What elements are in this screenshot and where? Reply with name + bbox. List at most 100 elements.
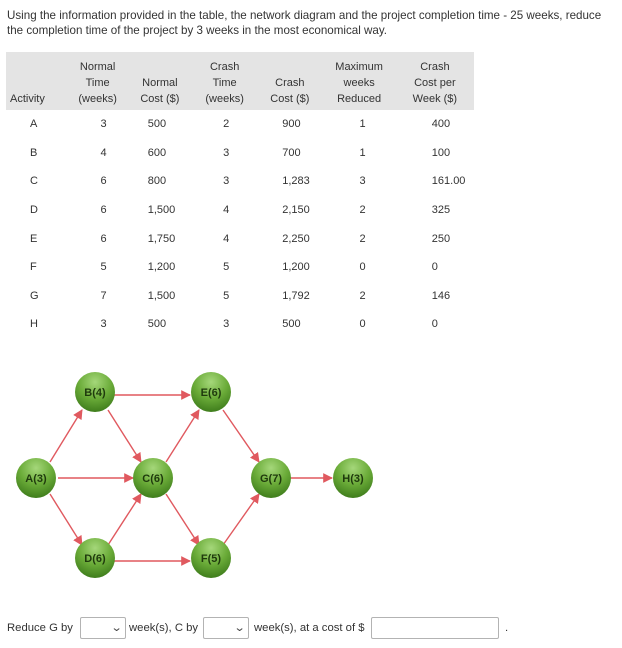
node-h: H(3) — [333, 458, 373, 498]
table-cell: 4 — [223, 232, 230, 245]
svg-text:B(4): B(4) — [84, 387, 106, 399]
table-cell: 2 — [359, 204, 366, 217]
svg-text:F(5): F(5) — [201, 553, 222, 565]
table-cell: 1,500 — [147, 204, 176, 217]
table-cell: 0 — [431, 318, 438, 331]
table-cell: 0 — [359, 261, 366, 274]
table-cell: 250 — [431, 232, 451, 245]
col-header: Activity — [6, 52, 68, 110]
table-cell: 6 — [100, 175, 107, 188]
network-arrows — [49, 390, 333, 566]
arrow-a-b — [49, 409, 83, 463]
table-cell: 4 — [100, 146, 107, 159]
table-cell: D — [30, 204, 38, 217]
svg-text:G(7): G(7) — [260, 473, 282, 485]
node-f: F(5) — [191, 538, 231, 578]
table-cell: 800 — [147, 175, 167, 188]
table-cell: 900 — [282, 118, 301, 131]
table-cell: 2 — [359, 232, 366, 245]
table-cell: 500 — [282, 318, 301, 331]
node-b: B(4) — [75, 372, 115, 412]
table-cell: 100 — [431, 146, 451, 159]
node-c: C(6) — [133, 458, 173, 498]
arrow-d-c — [107, 493, 142, 546]
svg-text:E(6): E(6) — [201, 387, 222, 399]
table-cell: H — [30, 318, 38, 331]
table-cell: E — [30, 232, 38, 245]
table-cell: 500 — [147, 318, 167, 331]
table-cell: 3 — [359, 175, 366, 188]
table-cell: 4 — [223, 204, 230, 217]
table-cell: 1,200 — [147, 261, 176, 274]
node-e: E(6) — [191, 372, 231, 412]
arrow-e-g — [222, 409, 260, 463]
arrow-b-c — [107, 409, 142, 463]
table-cell: 700 — [282, 146, 301, 159]
table-cell: 6 — [100, 204, 107, 217]
table-cell: 2 — [359, 289, 366, 302]
table-cell: 1,283 — [282, 175, 310, 188]
table-cell: 400 — [431, 118, 451, 131]
chevron-down-icon: ⌄ — [110, 622, 123, 634]
table-cell: 146 — [431, 289, 451, 302]
table-cell: 3 — [223, 146, 230, 159]
weeks-c-label: week(s), C by — [129, 622, 199, 634]
table-cell: 5 — [100, 261, 107, 274]
table-cell: 1,500 — [147, 289, 176, 302]
weeks-cost-label: week(s), at a cost of $ — [254, 622, 365, 634]
table-cell: 3 — [100, 318, 107, 331]
table-cell: 1,792 — [282, 289, 310, 302]
trailing-period: . — [505, 622, 509, 634]
table-cell: 161.00 — [431, 175, 466, 188]
table-row: C 6 800 3 1,283 3 161.00 — [6, 167, 474, 196]
table-cell: 2,250 — [282, 232, 310, 245]
svg-text:D(6): D(6) — [84, 553, 106, 565]
table-cell: 1,200 — [282, 261, 310, 274]
arrow-c-f — [165, 493, 200, 546]
table-row: D 6 1,500 4 2,150 2 325 — [6, 196, 474, 225]
table-cell: 5 — [223, 289, 230, 302]
table-cell: F — [30, 261, 37, 274]
table-cell: 500 — [147, 118, 167, 131]
network-diagram: A(3) B(4) C(6) D(6) E(6) F(5) G(7) H(3) — [16, 372, 373, 578]
g-weeks-dropdown[interactable]: ⌄ — [80, 617, 126, 639]
table-cell: 2,150 — [282, 204, 310, 217]
table-cell: 1 — [359, 118, 366, 131]
table-cell: A — [30, 118, 38, 131]
table-cell: 0 — [431, 261, 438, 274]
chevron-down-icon: ⌄ — [233, 622, 246, 634]
table-cell: 325 — [431, 204, 451, 217]
table-cell: 7 — [100, 289, 107, 302]
svg-text:C(6): C(6) — [142, 473, 164, 485]
svg-text:H(3): H(3) — [342, 473, 364, 485]
table-cell: 2 — [223, 118, 230, 131]
table-cell: 1,750 — [147, 232, 176, 245]
arrow-f-g — [222, 493, 260, 546]
c-weeks-dropdown[interactable]: ⌄ — [203, 617, 249, 639]
table-cell: 600 — [147, 146, 167, 159]
table-cell: 0 — [359, 318, 366, 331]
table-row: F 5 1,200 5 1,200 0 0 — [6, 253, 474, 282]
table-cell: 5 — [223, 261, 230, 274]
table-cell: 3 — [223, 318, 230, 331]
arrow-c-e — [165, 409, 200, 463]
table-row: H 3 500 3 500 0 0 — [6, 310, 474, 339]
arrow-a-d — [49, 493, 83, 546]
node-a: A(3) — [16, 458, 56, 498]
node-g: G(7) — [251, 458, 291, 498]
table-cell: 3 — [223, 175, 230, 188]
cost-input[interactable] — [371, 617, 499, 639]
table-cell: C — [30, 175, 38, 188]
